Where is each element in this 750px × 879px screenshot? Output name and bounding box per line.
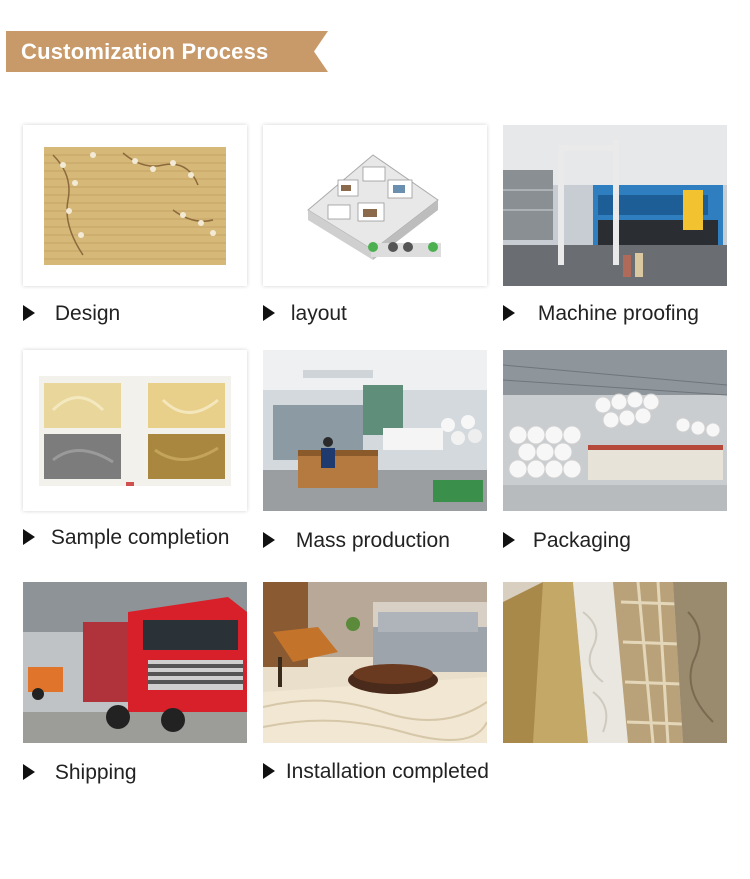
design-image [23,125,247,286]
step-machine-proofing: Machine proofing [503,299,699,329]
step-sample-completion: Sample completion [23,523,229,553]
step-label: Design [54,302,121,326]
banner-shape [6,31,328,72]
step-label: layout [290,302,347,326]
arrow-right-icon [263,531,275,548]
sample-completion-image [23,350,247,511]
step-label: Shipping [54,761,137,785]
packaging-image [503,350,727,511]
step-shipping: Shipping [23,758,137,788]
step-mass-production: Mass production [263,526,450,556]
step-installation-completed: Installation completed [263,757,489,787]
section-title: Customization Process [21,39,269,64]
installation-completed-image [263,582,487,743]
step-label: Sample completion [50,526,230,550]
arrow-right-icon [503,304,515,321]
arrow-right-icon [23,528,35,545]
step-label: Installation completed [285,760,489,784]
machine-proofing-image [503,125,727,286]
section-banner: Customization Process [6,31,328,72]
shipping-image [23,582,247,743]
step-label: Mass production [295,529,450,553]
layout-image [263,125,487,286]
arrow-right-icon [263,762,275,779]
arrow-right-icon [23,304,35,321]
step-design: Design [23,299,120,329]
arrow-right-icon [23,763,35,780]
mass-production-image [263,350,487,511]
step-packaging: Packaging [503,526,631,556]
step-label: Packaging [532,529,631,553]
arrow-right-icon [503,531,515,548]
step-layout: layout [263,299,347,329]
carpet-samples-image [503,582,727,743]
arrow-right-icon [263,304,275,321]
step-label: Machine proofing [537,302,699,326]
